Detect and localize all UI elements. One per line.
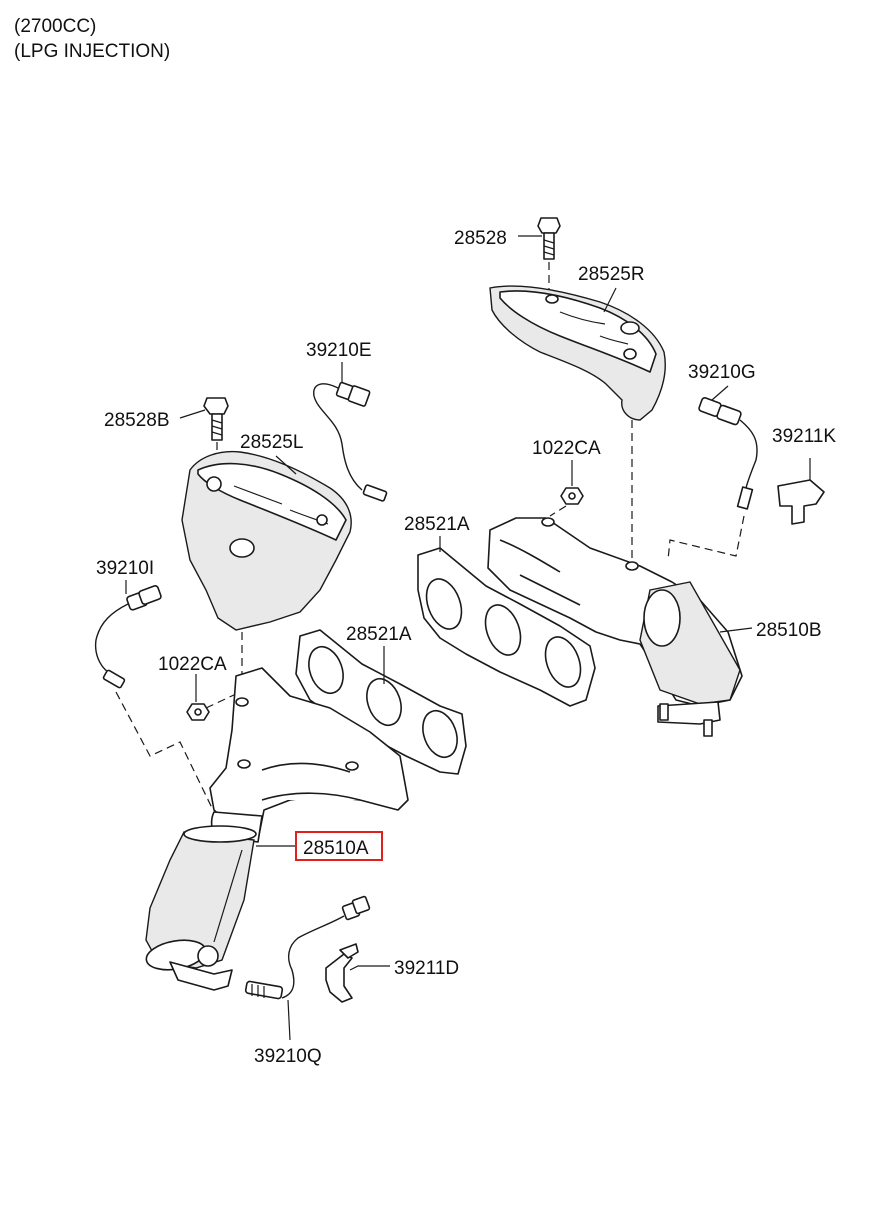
- label-39210I[interactable]: 39210I: [96, 558, 154, 579]
- label-39210E[interactable]: 39210E: [306, 340, 372, 361]
- label-39211D[interactable]: 39211D: [394, 958, 459, 979]
- label-39210Q[interactable]: 39210Q: [254, 1046, 322, 1067]
- heat-shield-28525L[interactable]: [181, 450, 352, 631]
- heat-shield-28525R[interactable]: [489, 285, 666, 421]
- oxygen-sensor-39210I[interactable]: [94, 585, 162, 689]
- oxygen-sensor-39210E[interactable]: [313, 381, 388, 502]
- bolt-28528[interactable]: [537, 217, 561, 260]
- label-39211K[interactable]: 39211K: [772, 426, 836, 447]
- diagram-header: (2700CC) (LPG INJECTION): [14, 14, 170, 64]
- label-28525L[interactable]: 28525L: [240, 432, 303, 453]
- label-28521A-upper[interactable]: 28521A: [404, 514, 470, 535]
- engine-spec: (2700CC): [14, 16, 97, 37]
- label-28525R[interactable]: 28525R: [578, 264, 645, 285]
- label-1022CA-upper[interactable]: 1022CA: [532, 438, 601, 459]
- nut-1022CA-upper[interactable]: [560, 487, 584, 505]
- label-28510B[interactable]: 28510B: [756, 620, 822, 641]
- highlight-box-28510A: [295, 831, 383, 861]
- nut-1022CA-lower[interactable]: [186, 703, 210, 721]
- gasket-28521A-lower[interactable]: [295, 629, 467, 775]
- label-28510A[interactable]: 28510A: [303, 838, 369, 859]
- label-39210G[interactable]: 39210G: [688, 362, 756, 383]
- label-1022CA-lower[interactable]: 1022CA: [158, 654, 227, 675]
- bracket-39211K[interactable]: [777, 458, 825, 525]
- bracket-39211D[interactable]: [325, 943, 359, 1003]
- manifold-28510A[interactable]: [144, 667, 409, 991]
- label-28528B[interactable]: 28528B: [104, 410, 170, 431]
- injection-type: (LPG INJECTION): [14, 41, 171, 62]
- leader-lines: [125, 235, 753, 1041]
- manifold-28510B[interactable]: [487, 517, 743, 737]
- bolt-28528B[interactable]: [203, 397, 229, 441]
- gasket-28521A-upper[interactable]: [417, 547, 596, 707]
- label-28521A-lower[interactable]: 28521A: [346, 624, 412, 645]
- oxygen-sensor-39210G[interactable]: [698, 397, 758, 510]
- oxygen-sensor-39210Q[interactable]: [244, 895, 371, 1000]
- label-28528[interactable]: 28528: [454, 228, 507, 249]
- part-labels: 28528 28525R 39210E 39210G 28528B 28525L…: [96, 228, 836, 1067]
